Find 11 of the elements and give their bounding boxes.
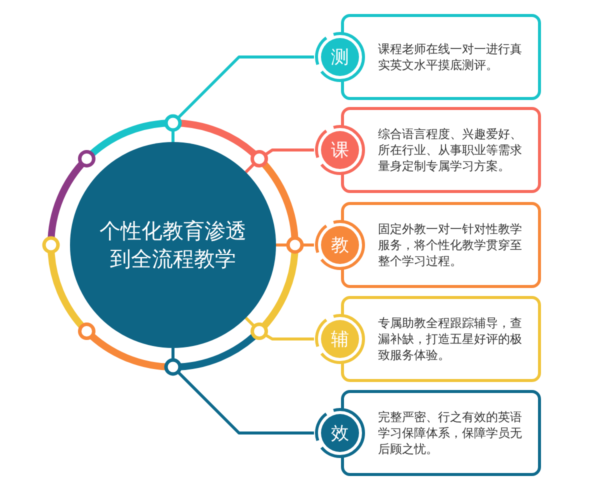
letter-badge: 测 (314, 31, 366, 83)
center-circle: 个性化教育渗透到全流程教学 (70, 142, 276, 348)
connector-line (172, 56, 314, 142)
connector-line (244, 148, 314, 174)
connector-line (244, 316, 314, 340)
letter-badge: 课 (314, 124, 366, 176)
letter-badge: 效 (314, 407, 366, 459)
connector-line (172, 348, 314, 434)
connector-line (276, 244, 314, 246)
letter-badge: 辅 (314, 313, 366, 365)
letter-badge: 教 (314, 219, 366, 271)
